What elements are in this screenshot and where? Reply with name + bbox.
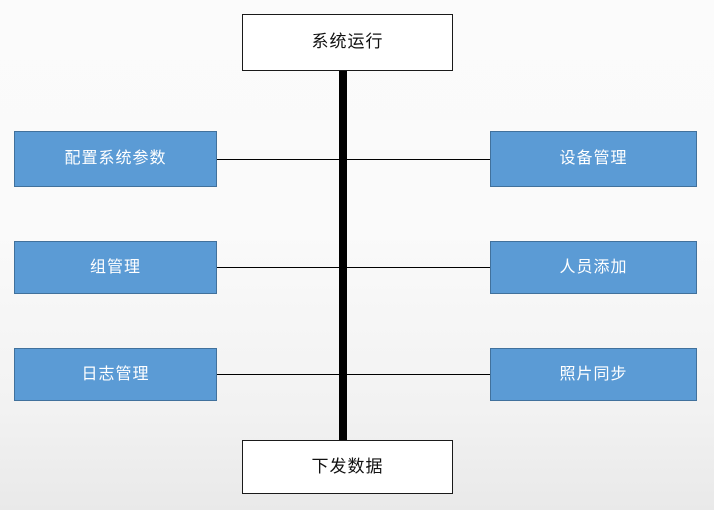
node-right-device-management[interactable]: 设备管理 <box>490 131 697 187</box>
node-left-group-management[interactable]: 组管理 <box>14 241 217 294</box>
vertical-spine-connector <box>339 71 347 441</box>
node-left-configure-system-parameters[interactable]: 配置系统参数 <box>14 131 217 187</box>
node-root-system-running[interactable]: 系统运行 <box>242 14 453 71</box>
connector-right-row-3 <box>345 374 491 375</box>
connector-right-row-1 <box>345 159 491 160</box>
node-tail-distribute-data[interactable]: 下发数据 <box>242 440 453 494</box>
connector-left-row-1 <box>217 159 341 160</box>
node-right-photo-sync[interactable]: 照片同步 <box>490 348 697 401</box>
node-left-log-management[interactable]: 日志管理 <box>14 348 217 401</box>
node-right-add-personnel[interactable]: 人员添加 <box>490 241 697 294</box>
connector-right-row-2 <box>345 267 491 268</box>
connector-left-row-3 <box>217 374 341 375</box>
connector-left-row-2 <box>217 267 341 268</box>
